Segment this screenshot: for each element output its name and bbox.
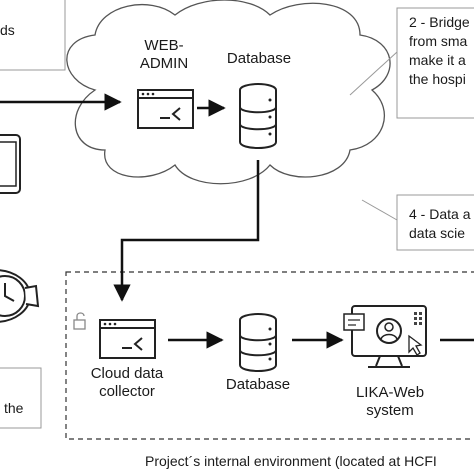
lika-web-system-label: LIKA-Web system (340, 384, 440, 420)
webadmin-label-line-2: ADMIN (139, 55, 189, 72)
callout-text-bottom-left: the (4, 400, 24, 416)
internal-database-label: Database (225, 376, 291, 393)
callout-box-top-left (0, 0, 66, 71)
collector-label-line-1: Cloud data (90, 365, 164, 382)
system-label-line-1: LIKA-Web (355, 384, 425, 401)
callout-text-step4: 4 - Data a data scie (409, 205, 470, 243)
internal-environment-caption: Project´s internal environment (located … (145, 453, 437, 469)
database-icon (239, 83, 277, 149)
monitor-user-icon (343, 305, 427, 368)
callout-pointer-step2 (349, 51, 398, 96)
callout-box-bottom-left (0, 367, 42, 429)
arrow-cloud-db-to-collector (113, 160, 260, 302)
callout-step2-line-3: make it a (409, 52, 466, 68)
database-icon (239, 313, 277, 372)
smartwatch-icon (0, 269, 40, 323)
internal-environment-boundary (65, 271, 474, 440)
callout-step2-line-1: 2 - Bridge (409, 14, 470, 30)
unlock-icon (73, 312, 86, 330)
callout-text-step2: 2 - Bridge from sma make it a the hospi (409, 13, 470, 89)
collector-label-line-2: collector (99, 383, 155, 400)
webadmin-label-line-1: WEB- (144, 37, 184, 54)
callout-step4-line-1: 4 - Data a (409, 206, 471, 222)
webadmin-label: WEB- ADMIN (132, 37, 196, 73)
terminal-window-icon (137, 89, 194, 129)
callout-step2-line-4: the hospi (409, 71, 466, 87)
cloud-database-label: Database (226, 50, 292, 67)
tablet-icon (0, 134, 21, 194)
cloud-data-collector-label: Cloud data collector (72, 365, 182, 401)
callout-step2-line-2: from sma (409, 33, 468, 49)
callout-box-step4 (396, 194, 474, 251)
callout-box-step2 (396, 7, 474, 119)
callout-text-top-left: ds (0, 22, 15, 38)
terminal-window-icon (99, 319, 156, 359)
callout-pointer-step4 (361, 199, 398, 221)
system-label-line-2: system (366, 402, 414, 419)
callout-step4-line-2: data scie (409, 225, 466, 241)
cloud-shape (66, 0, 391, 185)
cursor-icon (408, 334, 423, 356)
